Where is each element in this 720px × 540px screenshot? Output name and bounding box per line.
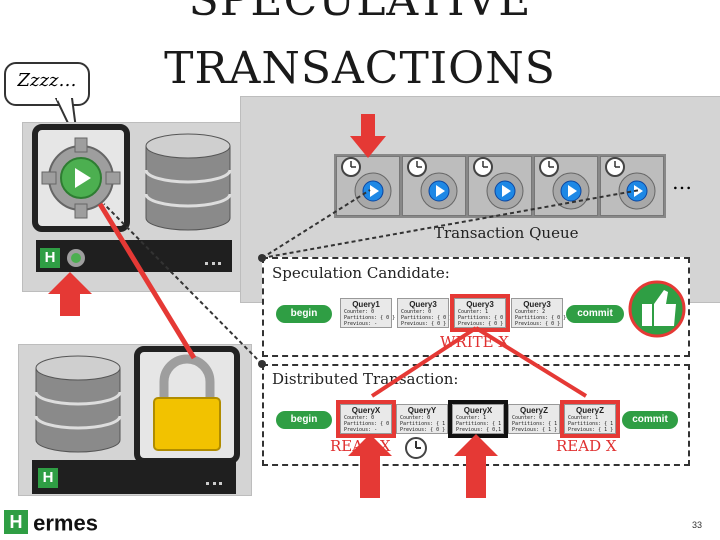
thumbs-up-icon (628, 280, 686, 338)
hermes-badge-bottom: H (38, 468, 58, 488)
padlock-icon (153, 354, 221, 451)
query-card-row: Counter: 0 (512, 415, 543, 421)
query-card-row: Partitions: { 0 } (401, 315, 453, 321)
query-card-row: Counter: 0 (344, 415, 375, 421)
queue-slot (402, 156, 466, 216)
query-card-row: Counter: 0 (344, 309, 375, 315)
query-card-row: Previous: - (344, 427, 378, 433)
query-card-row: Previous: { 1 } (568, 427, 614, 433)
query-card-row: Partitions: { 1 } (512, 421, 564, 427)
speech-bubble: Zzzz… (4, 62, 90, 106)
query-card-row: Partitions: { 0 } (344, 421, 396, 427)
query-card-title: Query3 (523, 300, 551, 309)
query-card-row: Previous: { 0 } (515, 321, 561, 327)
slide-title-line2: TRANSACTIONS (164, 43, 556, 94)
query-card-row: Partitions: { 1 } (400, 421, 452, 427)
query-card-row: Counter: 0 (401, 309, 432, 315)
distributed-label: Distributed Transaction: (272, 370, 459, 388)
query-card-row: Partitions: { 0 } (458, 315, 510, 321)
speech-bubble-text: Zzzz… (17, 70, 77, 91)
clock-icon-dist (405, 437, 427, 459)
query-card-title: Query1 (352, 300, 380, 309)
queue-label: Transaction Queue (434, 224, 579, 242)
queue-slot (600, 156, 664, 216)
query-card-row: Counter: 1 (458, 309, 489, 315)
query-card-title: QueryX (351, 406, 381, 415)
read-x-right-label: READ X (556, 437, 617, 455)
query-card-row: Counter: 1 (568, 415, 599, 421)
server-leds-top (205, 262, 221, 269)
queued-transaction-icon (341, 157, 392, 210)
server-leds-bottom (206, 482, 222, 489)
server-strip-bottom (32, 460, 236, 494)
queue-arrow-down (350, 114, 386, 158)
queue-ellipsis: … (672, 170, 692, 194)
speculation-label: Speculation Candidate: (272, 264, 450, 282)
queue-slot (468, 156, 532, 216)
hermes-logo: H ermes (4, 510, 98, 537)
queued-transaction-icon (473, 157, 524, 210)
queued-transaction-icon (407, 157, 458, 210)
query-card-row: Previous: { 0 } (401, 321, 447, 327)
query-card-row: Partitions: { 0 } (515, 315, 567, 321)
hermes-badge-top: H (40, 248, 60, 268)
query-card-title: QueryY (407, 406, 437, 415)
query-card-row: Previous: { 0 } (458, 321, 504, 327)
query-card-row: Counter: 1 (456, 415, 487, 421)
spec-commit-pill: commit (566, 305, 624, 323)
dist-begin-pill: begin (276, 411, 332, 429)
query-card-row: Previous: { 0,1 } (456, 427, 508, 433)
slide-title-line1: SPECULATIVE (188, 0, 532, 26)
query-card-row: Previous: { 0 } (400, 427, 446, 433)
hermes-logo-text: ermes (33, 510, 98, 536)
query-card-row: Partitions: { 1 } (456, 421, 508, 427)
page-number: 33 (692, 520, 703, 530)
gear-play-icon (41, 137, 121, 219)
queue-slot (336, 156, 400, 216)
database-icon-bottom (34, 355, 122, 453)
query-card-title: QueryX (463, 406, 493, 415)
query-card-title: QueryZ (519, 406, 548, 415)
query-card-row: Counter: 0 (400, 415, 431, 421)
database-icon-top (144, 133, 232, 231)
hermes-logo-badge: H (4, 510, 28, 534)
query-card-row: Previous: { 1 } (512, 427, 558, 433)
query-card-title: QueryZ (575, 406, 604, 415)
query-card-row: Partitions: { 1 } (568, 421, 620, 427)
query-card-title: Query3 (466, 300, 494, 309)
spec-begin-pill: begin (276, 305, 332, 323)
dist-commit-pill: commit (622, 411, 678, 429)
query-card-row: Previous: - (344, 321, 378, 327)
query-card-row: Partitions: { 0 } (344, 315, 396, 321)
small-gear-icon (67, 249, 85, 267)
query-card-row: Counter: 2 (515, 309, 546, 315)
query-card-title: Query3 (409, 300, 437, 309)
